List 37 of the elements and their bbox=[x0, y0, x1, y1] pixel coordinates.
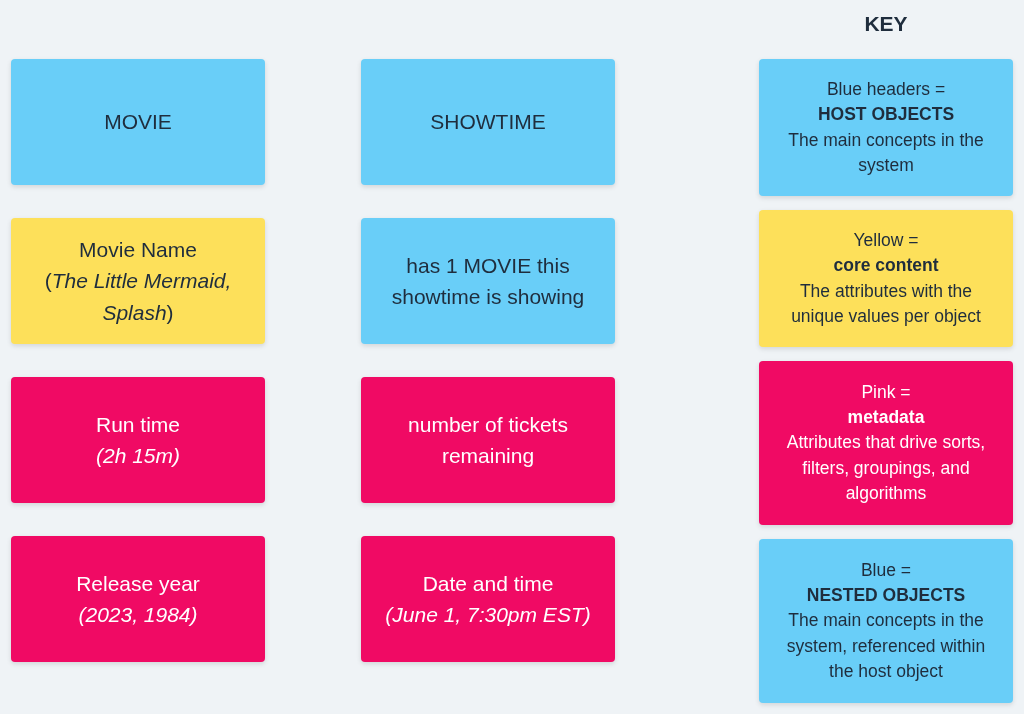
sticky-note bbox=[759, 59, 1013, 196]
category-heading: HOST OBJECTS bbox=[817, 103, 955, 127]
card-text: (2h 15m) bbox=[96, 443, 180, 469]
sticky-note bbox=[11, 59, 265, 185]
sticky-note bbox=[11, 218, 265, 344]
category-heading: NESTED OBJECTS bbox=[806, 583, 966, 607]
card-text: The main concepts in the system bbox=[787, 128, 985, 177]
card-text: Attributes that drive sorts, filters, groupings, and algorithms bbox=[785, 431, 987, 506]
sticky-note bbox=[361, 218, 615, 344]
card-title: Release year bbox=[76, 570, 200, 597]
card-text: The attributes with the unique values per object bbox=[790, 279, 982, 328]
sticky-note bbox=[361, 377, 615, 503]
category-heading: core content bbox=[833, 254, 939, 278]
card-title: SHOWTIME bbox=[430, 109, 546, 136]
card-title: Run time bbox=[96, 411, 180, 438]
card-text: The main concepts in the system, referenced within the host object bbox=[785, 609, 987, 684]
category-heading: metadata bbox=[847, 405, 925, 429]
sticky-note bbox=[759, 361, 1013, 525]
sticky-note bbox=[759, 539, 1013, 703]
card-title: Blue headers = bbox=[826, 77, 946, 101]
sticky-note bbox=[11, 377, 265, 503]
card-title: MOVIE bbox=[104, 109, 172, 136]
card-text: (June 1, 7:30pm EST) bbox=[385, 602, 591, 628]
card-title: Blue = bbox=[860, 558, 912, 582]
card-title: number of tickets remaining bbox=[407, 411, 569, 469]
sticky-note bbox=[11, 536, 265, 662]
card-title: Date and time bbox=[422, 570, 554, 597]
sticky-note bbox=[361, 59, 615, 185]
card-title: Pink = bbox=[861, 380, 911, 404]
card-title: Yellow = bbox=[853, 228, 919, 252]
sticky-note bbox=[759, 210, 1013, 347]
card-text: (2023, 1984) bbox=[78, 602, 198, 628]
card-text: (The Little Mermaid, Splash) bbox=[43, 268, 233, 326]
key-heading: KEY bbox=[863, 12, 909, 36]
sticky-note bbox=[361, 536, 615, 662]
card-title: has 1 MOVIE this showtime is showing bbox=[390, 252, 586, 310]
card-title: Movie Name bbox=[79, 236, 197, 263]
